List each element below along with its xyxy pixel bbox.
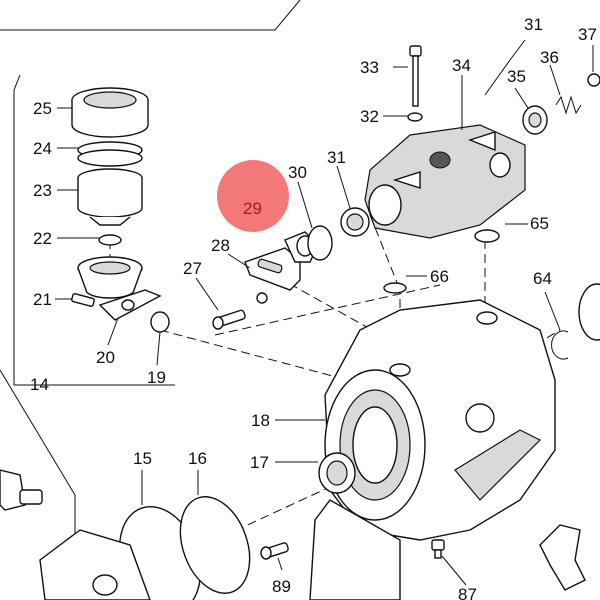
oring-16 bbox=[179, 496, 251, 594]
circlip-64 bbox=[551, 330, 569, 360]
callout-19: 19 bbox=[147, 368, 166, 387]
bolt-21 bbox=[71, 293, 95, 307]
part-7x-bracket bbox=[539, 524, 586, 591]
spring-36 bbox=[555, 95, 582, 115]
callout-15: 15 bbox=[133, 449, 152, 468]
callout-20: 20 bbox=[96, 348, 115, 367]
callout-89: 89 bbox=[272, 577, 291, 596]
highlight-marker bbox=[217, 160, 289, 232]
valve-body-23 bbox=[77, 168, 143, 226]
callout-33: 33 bbox=[360, 58, 379, 77]
callout-66: 66 bbox=[430, 267, 449, 286]
callout-23: 23 bbox=[33, 181, 52, 200]
bracket-28 bbox=[244, 247, 301, 291]
washer-27 bbox=[256, 292, 268, 304]
screw-27 bbox=[212, 309, 246, 330]
screw-89 bbox=[260, 542, 289, 560]
callout-24: 24 bbox=[33, 139, 52, 158]
cover-plate bbox=[39, 529, 151, 600]
callout-37: 37 bbox=[578, 25, 597, 44]
callout-32: 32 bbox=[360, 107, 379, 126]
callout-25: 25 bbox=[33, 99, 52, 118]
oring-66 bbox=[383, 282, 407, 294]
valve-35 bbox=[522, 105, 548, 135]
oring-19 bbox=[150, 311, 170, 333]
callout-21: 21 bbox=[33, 290, 52, 309]
callout-16: 16 bbox=[188, 449, 207, 468]
oring-65 bbox=[474, 229, 500, 243]
oring-30 bbox=[307, 225, 333, 261]
valve-seat-20 bbox=[77, 256, 162, 321]
callout-18: 18 bbox=[251, 411, 270, 430]
oring-22 bbox=[98, 234, 122, 246]
callout-22: 22 bbox=[33, 229, 52, 248]
bolt-87 bbox=[431, 539, 445, 559]
callout-27: 27 bbox=[183, 259, 202, 278]
leader-lines bbox=[55, 45, 594, 586]
callout-28: 28 bbox=[211, 236, 230, 255]
part-63-edge bbox=[578, 283, 600, 341]
callout-29-highlighted: 29 bbox=[243, 199, 262, 218]
callout-35: 35 bbox=[507, 67, 526, 86]
spring-24 bbox=[77, 141, 143, 167]
valve-31-top bbox=[340, 207, 370, 237]
callout-17: 17 bbox=[250, 453, 269, 472]
washer-32 bbox=[407, 112, 423, 122]
callout-31-top: 31 bbox=[524, 15, 543, 34]
frame-lines bbox=[0, 0, 526, 540]
part-37 bbox=[587, 73, 600, 87]
head-34 bbox=[364, 124, 526, 239]
callout-30: 30 bbox=[288, 163, 307, 182]
bolt-33 bbox=[409, 45, 422, 107]
seal-17 bbox=[318, 452, 356, 494]
valve-cap-25 bbox=[71, 87, 149, 138]
callout-14: 14 bbox=[30, 375, 49, 394]
callout-87: 87 bbox=[458, 585, 477, 600]
callout-64: 64 bbox=[533, 269, 552, 288]
callout-36: 36 bbox=[540, 48, 559, 67]
side-fitting-14 bbox=[0, 469, 43, 511]
callout-34: 34 bbox=[452, 56, 471, 75]
callout-labels: 31 37 33 34 35 36 32 31 30 65 25 24 23 2… bbox=[30, 15, 597, 600]
callout-65: 65 bbox=[530, 214, 549, 233]
pump-housing-18 bbox=[309, 299, 556, 600]
callout-31: 31 bbox=[327, 148, 346, 167]
